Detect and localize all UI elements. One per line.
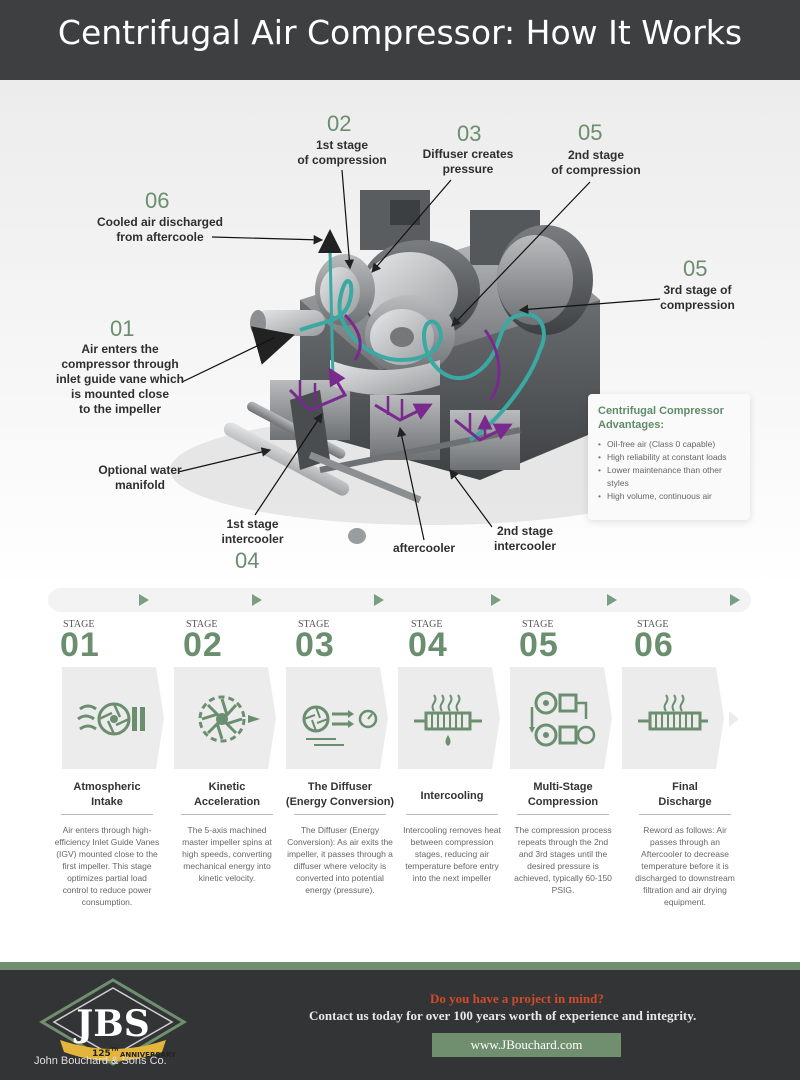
stage-label: STAGE — [63, 619, 95, 630]
spinning-impeller-icon — [174, 667, 276, 769]
intake-impeller-icon — [62, 667, 164, 769]
stage-01-description: Air enters through high-efficiency Inlet… — [54, 825, 160, 907]
stage-02-number: 02 — [183, 626, 223, 664]
timeline-arrow-icon — [374, 594, 384, 606]
stage-label: STAGE — [298, 619, 330, 630]
stage-divider — [294, 814, 386, 815]
advantages-title: Centrifugal Compressor Advantages: — [598, 405, 724, 431]
crossover-pipe — [330, 360, 440, 395]
callout-06-label: Cooled air discharged from aftercoole — [96, 215, 224, 244]
stage-04-description: Intercooling removes heat between compre… — [403, 825, 501, 883]
stage-divider — [517, 814, 609, 815]
footer — [0, 970, 800, 1080]
discharge-flow — [328, 249, 335, 381]
diffuser-gauge-icon — [286, 667, 388, 769]
page-title: Centrifugal Air Compressor: How It Works — [57, 13, 743, 52]
stage-04-title: Intercooling — [420, 790, 484, 802]
timeline-arrow-icon — [730, 594, 740, 606]
stage-divider — [181, 814, 273, 815]
advantages-box: Centrifugal Compressor Advantages: Oil-f… — [588, 394, 750, 520]
footer-stripe — [0, 962, 800, 970]
logo-text: JBS — [73, 1003, 149, 1045]
stage-02-title: Kinetic Acceleration — [193, 781, 261, 808]
callout-05-stage2-number: 05 — [578, 120, 603, 145]
stage-06-title: Final Discharge — [658, 781, 712, 808]
ribbon-superscript: TH — [111, 1047, 119, 1053]
timeline-arrow-icon — [252, 594, 262, 606]
cta-question: Do you have a project in mind? — [430, 991, 604, 1006]
multistage-compressor-icon — [510, 667, 612, 769]
callout-01-label: Air enters the compressor through inlet … — [55, 342, 185, 416]
callout-04-number: 04 — [235, 548, 260, 573]
stage-01-title: Atmospheric Intake — [73, 781, 141, 808]
stage-01-number: 01 — [60, 626, 100, 664]
stage-06-number: 06 — [634, 626, 674, 664]
advantage-item: Oil-free air (Class 0 capable) — [598, 438, 740, 451]
stage-05-title: Multi-Stage Compression — [527, 781, 599, 808]
intercooler-2-label: 2nd stage intercooler — [493, 524, 556, 553]
callout-05-stage2-label: 2nd stage of compression — [551, 148, 641, 177]
stage-end-arrow-icon — [729, 711, 739, 727]
callout-05-stage3-label: 3rd stage of compression — [660, 283, 735, 312]
advantage-item: High reliability at constant loads — [598, 451, 740, 464]
timeline-arrow-icon — [139, 594, 149, 606]
stage-05-description: The compression process repeats through … — [514, 825, 612, 895]
ribbon-number: 125 — [92, 1049, 111, 1059]
callout-03-label: Diffuser creates pressure — [422, 147, 514, 176]
ribbon-text: ANNIVERSARY — [120, 1051, 177, 1059]
stage-05-number: 05 — [519, 626, 559, 664]
stage-label: STAGE — [637, 619, 669, 630]
stage-divider — [61, 814, 153, 815]
callout-06-number: 06 — [145, 188, 170, 213]
callout-02-label: 1st stage of compression — [297, 138, 387, 167]
advantage-item: Lower maintenance than other styles — [598, 464, 740, 490]
stage-label: STAGE — [522, 619, 554, 630]
cta-contact-line: Contact us today for over 100 years wort… — [309, 1008, 697, 1023]
stage-03-description: The Diffuser (Energy Conversion): As air… — [287, 825, 393, 895]
callout-05-stage3-number: 05 — [683, 256, 708, 281]
callout-04-label: 1st stage intercooler — [221, 517, 284, 546]
company-name: John Bouchard & Sons Co. — [34, 1055, 167, 1067]
aftercooler-discharge-icon — [622, 667, 724, 769]
stage-03-title: The Diffuser (Energy Conversion) — [285, 781, 395, 808]
stage-03-number: 03 — [295, 626, 335, 664]
stage-divider — [639, 814, 731, 815]
stage-02-description: The 5-axis machined master impeller spin… — [182, 825, 272, 883]
jbs-logo: JBS 125 TH ANNIVERSARY — [39, 978, 187, 1066]
intercooler-heat-icon — [398, 667, 500, 769]
callout-03-number: 03 — [457, 121, 482, 146]
page-header: Centrifugal Air Compressor: How It Works — [0, 0, 800, 80]
stage-06-description: Reword as follows: Air passes through an… — [635, 825, 735, 907]
air-flow-path — [299, 279, 546, 442]
water-manifold-label: Optional water manifold — [98, 463, 182, 492]
callout-02-number: 02 — [327, 111, 352, 136]
aftercooler-label: aftercooler — [393, 541, 456, 555]
timeline-arrow-icon — [491, 594, 501, 606]
stage-label: STAGE — [411, 619, 443, 630]
stage-timeline — [48, 588, 751, 612]
advantages-list: Oil-free air (Class 0 capable) High reli… — [598, 438, 740, 503]
water-manifold-pipe — [223, 422, 350, 496]
stage-04-number: 04 — [408, 626, 448, 664]
advantage-item: High volume, continuous air — [598, 490, 740, 503]
timeline-arrow-icon — [607, 594, 617, 606]
stage-divider — [406, 814, 498, 815]
compressor-illustration — [170, 169, 690, 544]
callout-01-number: 01 — [110, 316, 135, 341]
stage-label: STAGE — [186, 619, 218, 630]
website-link-button[interactable]: www.JBouchard.com — [432, 1033, 621, 1057]
